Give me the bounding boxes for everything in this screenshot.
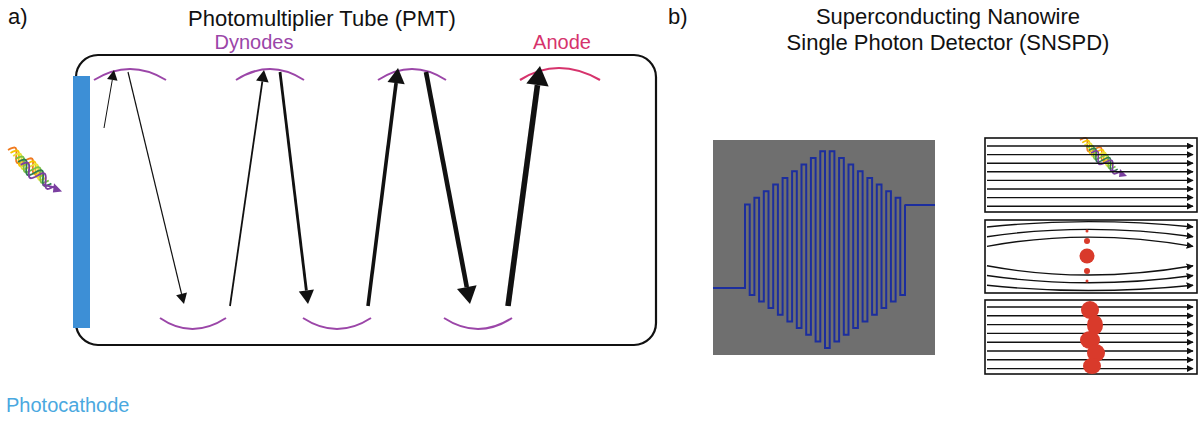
current-line <box>987 237 1193 246</box>
panel-letter: a) <box>8 4 28 30</box>
photocathode <box>73 76 90 328</box>
current-line <box>987 188 1193 189</box>
arrow-head <box>107 70 117 81</box>
chip <box>713 140 935 355</box>
arrow-head <box>526 66 548 87</box>
nanowire-meander <box>713 151 935 348</box>
current-line <box>987 266 1193 275</box>
current-panels <box>985 138 1197 374</box>
current-line <box>987 162 1193 163</box>
current-lines <box>987 146 1193 369</box>
dynodes <box>94 69 512 329</box>
arrow-head <box>176 293 187 304</box>
pmt-housing <box>76 55 656 345</box>
electron-arrow <box>368 83 396 306</box>
electron-arrow <box>426 72 467 287</box>
arrow-head <box>387 68 404 84</box>
electron-paths <box>104 66 549 306</box>
electron-arrow <box>280 72 306 290</box>
current-line <box>987 229 1193 236</box>
current-line <box>987 145 1193 146</box>
electron-arrow <box>128 72 182 294</box>
photon-wave <box>21 163 54 190</box>
current-line <box>987 154 1193 155</box>
current-line <box>987 222 1193 227</box>
current-line <box>987 276 1193 283</box>
hotspot <box>1080 230 1106 375</box>
arrow-head <box>299 290 314 304</box>
current-line <box>987 285 1193 290</box>
current-line <box>987 171 1193 172</box>
part-label: Photocathode <box>6 393 129 417</box>
panel-title: Superconducting Nanowire Single Photon D… <box>748 4 1148 57</box>
arrow-head <box>457 285 477 304</box>
part-label: Dynodes <box>215 30 294 54</box>
current-line <box>987 180 1193 181</box>
photon-head <box>53 183 62 192</box>
electron-arrow <box>230 81 262 306</box>
photon-symbols <box>8 138 1127 193</box>
electron-arrow <box>508 85 537 306</box>
current-line <box>987 197 1193 198</box>
electron-arrow <box>104 80 112 128</box>
photon-head <box>1119 169 1127 177</box>
current-line <box>987 205 1193 206</box>
arrow-head <box>256 70 269 82</box>
panel-title: Photomultiplier Tube (PMT) <box>188 6 456 32</box>
panel-letter: b) <box>668 4 688 30</box>
part-label: Anode <box>533 30 591 54</box>
